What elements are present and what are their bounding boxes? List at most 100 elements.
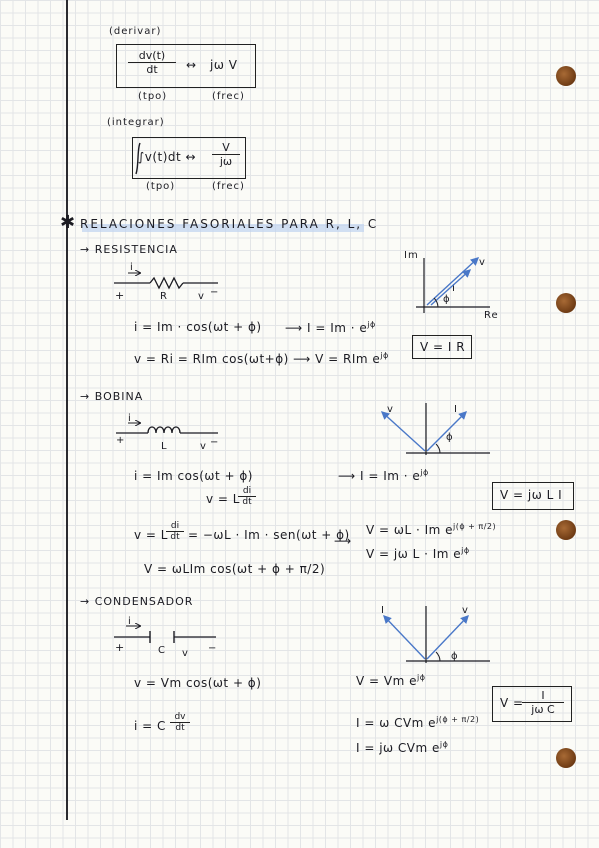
condensador-eq2-denominator: dt <box>175 723 185 733</box>
bobina-eq1: i = Im cos(ωt + ϕ) <box>134 469 253 483</box>
bobina-result: V = jω L I <box>500 488 563 502</box>
bobina-plus: + <box>116 435 126 446</box>
bobina-implies-arrow: ⟶ <box>334 534 352 548</box>
current-phasor-arrow <box>383 614 426 660</box>
condensador-phasor-i-label: I <box>381 605 385 616</box>
bobina-heading: → BOBINA <box>80 390 144 403</box>
bobina-eq3-numerator: di <box>166 521 184 532</box>
condensador-eq4-text: I = jω CVm e <box>356 741 440 755</box>
voltage-phasor-arrow <box>426 614 469 660</box>
derivar-frec: (frec) <box>212 91 245 102</box>
bobina-eq6-text: V = jω L · Im e <box>366 547 462 561</box>
condensador-eq2-fraction: dv dt <box>170 712 190 733</box>
derivar-arrow: ↔ <box>186 58 197 72</box>
condensador-eq2-numerator: dv <box>170 712 190 723</box>
condensador-eq3-text: I = ω CVm e <box>356 716 437 730</box>
resistencia-phasor-diagram <box>416 257 490 313</box>
resistencia-minus: − <box>210 287 220 298</box>
condensador-eq1-exponent: jϕ <box>417 673 426 682</box>
bobina-eq3-rest: = −ωL · Im · sen(ωt + ϕ) <box>188 528 350 542</box>
resistencia-eq2-exponent: jϕ <box>380 351 389 360</box>
resistencia-phasor-v-label: v <box>479 257 486 268</box>
condensador-result-numerator: I <box>522 689 564 703</box>
condensador-phasor-phi: ϕ <box>451 651 459 662</box>
bobina-eq1-phasor-text: ⟶ I = Im · e <box>338 469 421 483</box>
resistencia-phasor-phi: ϕ <box>443 294 451 305</box>
condensador-phasor-v-label: v <box>462 605 469 616</box>
resistencia-result: V = I R <box>420 340 466 354</box>
current-phasor-arrow <box>430 269 472 306</box>
condensador-eq1-result-text: V = Vm e <box>356 674 417 688</box>
bobina-eq2-prefix: v = L <box>206 492 240 506</box>
bobina-phasor-v-label: v <box>387 404 394 415</box>
current-phasor-arrow <box>426 411 467 452</box>
capacitor-circuit <box>114 626 216 643</box>
resistencia-eq2: v = Ri = RIm cos(ωt+ϕ) ⟶ V = RIm ejϕ <box>134 351 389 366</box>
condensador-result-prefix: V = <box>500 696 524 710</box>
bobina-eq6: V = jω L · Im ejϕ <box>366 546 470 561</box>
section-title: RELACIONES FASORIALES PARA R, L, C <box>80 217 379 231</box>
margin-line <box>66 0 68 820</box>
resistencia-r-label: R <box>160 291 168 302</box>
integrar-fraction: V jω <box>212 141 240 168</box>
condensador-result-box <box>492 686 572 722</box>
condensador-eq4: I = jω CVm ejϕ <box>356 740 448 755</box>
condensador-phasor-diagram <box>383 606 490 663</box>
bobina-current-label: i <box>128 413 132 424</box>
resistor-circuit <box>114 273 218 290</box>
condensador-eq1: v = Vm cos(ωt + ϕ) <box>134 676 262 690</box>
resistencia-plus: + <box>115 289 126 302</box>
resistencia-phasor-i-label: I <box>452 283 456 294</box>
bobina-l-label: L <box>161 441 168 452</box>
bobina-phasor-phi: ϕ <box>446 432 454 443</box>
resistencia-axis-im: Im <box>404 250 419 261</box>
condensador-result-denominator: jω C <box>531 703 555 716</box>
resistencia-result-box <box>412 335 472 359</box>
integrar-denominator: jω <box>219 155 233 168</box>
derivar-label: (derivar) <box>109 26 162 37</box>
bobina-eq2-fraction: di dt <box>238 486 256 507</box>
bobina-eq6-exponent: jϕ <box>461 546 470 555</box>
integrar-expression: ∫v(t)dt ↔ <box>138 150 197 164</box>
condensador-eq2-prefix: i = C <box>134 719 166 733</box>
resistor-symbol <box>149 276 184 290</box>
voltage-phasor-arrow <box>380 411 426 452</box>
condensador-plus: + <box>115 641 126 654</box>
condensador-eq4-exponent: jϕ <box>439 740 449 749</box>
condensador-eq3: I = ω CVm ej(ϕ + π/2) <box>356 715 479 730</box>
bobina-eq4: V = ωLIm cos(ωt + ϕ + π/2) <box>144 562 326 576</box>
bobina-eq3-prefix: v = L <box>134 528 168 542</box>
binder-hole <box>556 66 576 86</box>
bobina-eq5: V = ωL · Im ej(ϕ + π/2) <box>366 522 496 537</box>
resistencia-eq1: i = Im · cos(ωt + ϕ) <box>134 320 262 334</box>
bobina-v-label: v <box>200 441 207 452</box>
resistencia-eq2-text: v = Ri = RIm cos(ωt+ϕ) ⟶ V = RIm e <box>134 352 381 366</box>
resistencia-eq1-phasor: ⟶ I = Im · ejϕ <box>285 320 376 335</box>
inductor-circuit <box>116 423 218 434</box>
resistencia-v-label: v <box>198 291 205 302</box>
integrar-numerator: V <box>212 141 240 155</box>
inductor-symbol <box>147 426 181 434</box>
integrar-box <box>132 137 246 179</box>
bobina-eq3-denominator: dt <box>170 532 180 542</box>
integrar-label: (integrar) <box>107 117 165 128</box>
bobina-eq2-numerator: di <box>238 486 256 497</box>
derivar-denominator: dt <box>146 63 158 76</box>
bobina-phasor-diagram <box>380 403 490 455</box>
resistencia-heading: → RESISTENCIA <box>80 243 178 256</box>
title-highlight <box>82 224 364 232</box>
derivar-fraction: dv(t) dt <box>128 49 176 76</box>
derivar-numerator: dv(t) <box>128 49 176 63</box>
bobina-eq5-exponent: j(ϕ + π/2) <box>453 522 497 531</box>
bobina-result-box <box>492 482 574 510</box>
bobina-eq2-denominator: dt <box>242 497 252 507</box>
condensador-v-label: v <box>182 648 189 659</box>
integrar-tpo: (tpo) <box>146 181 176 192</box>
bobina-eq3-fraction: di dt <box>166 521 184 542</box>
condensador-result-fraction: I jω C <box>522 689 564 716</box>
condensador-eq1-result: V = Vm ejϕ <box>356 673 426 688</box>
bobina-phasor-i-label: I <box>454 404 458 415</box>
binder-hole <box>556 520 576 540</box>
derivar-tpo: (tpo) <box>138 91 168 102</box>
